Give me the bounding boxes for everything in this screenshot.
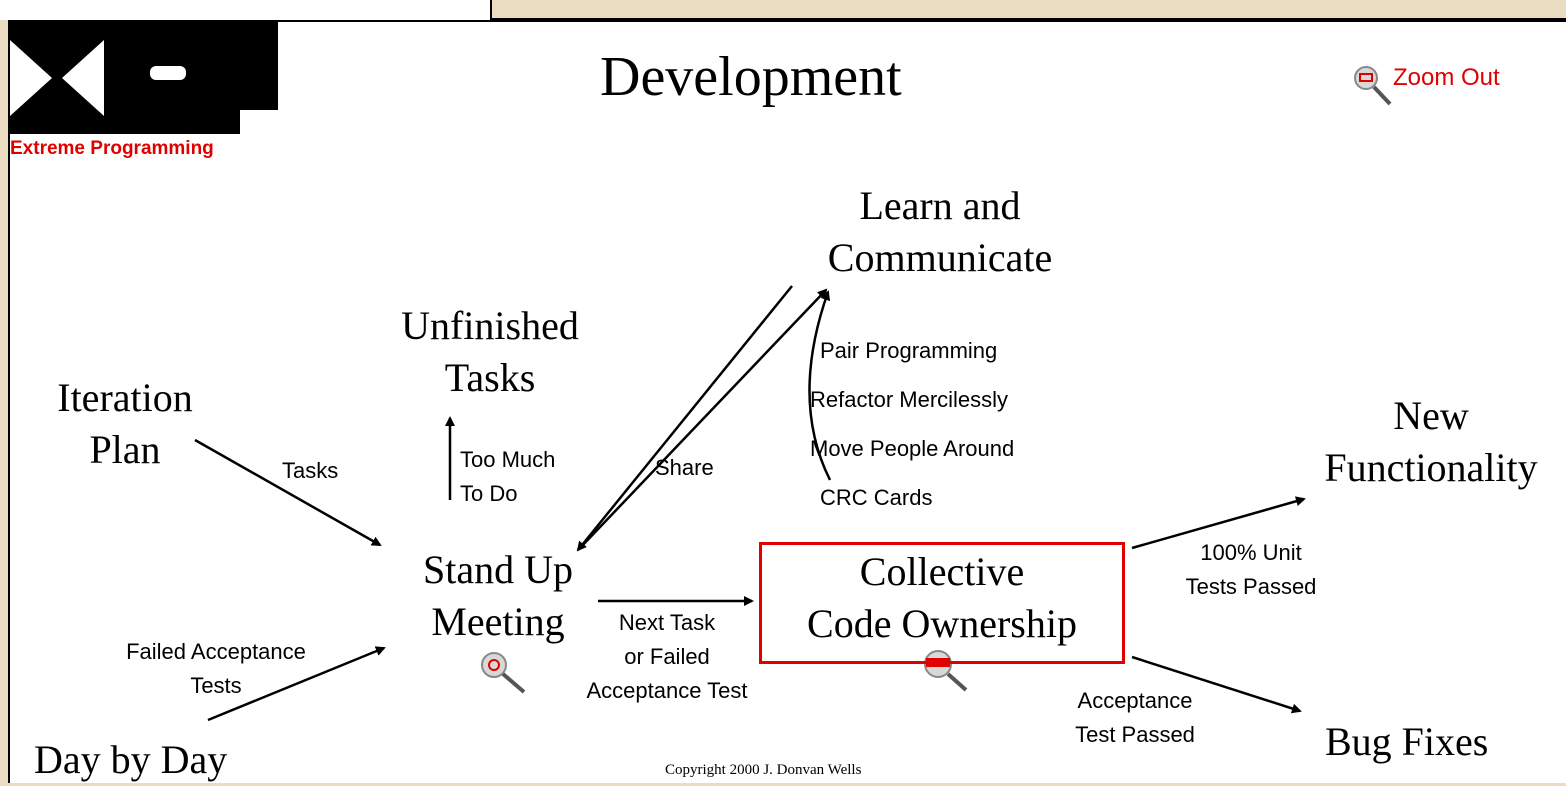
edge-label-too-much-line2: To Do: [460, 481, 518, 506]
practice-item: Pair Programming: [820, 338, 998, 363]
node-iteration-plan-line1: Iteration: [57, 375, 193, 420]
practice-list: Pair Programming Refactor Mercilessly Mo…: [810, 326, 1014, 522]
edge-label-next-task-line2: or Failed: [624, 644, 710, 669]
node-iteration-plan[interactable]: Iteration Plan: [20, 372, 230, 476]
practice-item: Refactor Mercilessly: [810, 387, 1009, 412]
node-learn-line1: Learn and: [859, 183, 1021, 228]
collective-code-ownership-highlight[interactable]: [759, 542, 1125, 664]
logo-caption: Extreme Programming: [10, 138, 214, 159]
edge-label-acceptance-passed: Acceptance Test Passed: [1040, 684, 1230, 752]
node-learn-and-communicate[interactable]: Learn and Communicate: [790, 180, 1090, 284]
copyright-notice: Copyright 2000 J. Donvan Wells: [665, 762, 862, 778]
node-stand-up-line1: Stand Up: [423, 547, 573, 592]
left-frame-header: [0, 0, 492, 20]
edge-label-share: Share: [655, 455, 714, 480]
zoom-out-link[interactable]: Zoom Out: [1393, 64, 1500, 91]
node-unfinished-tasks-line2: Tasks: [444, 355, 536, 400]
node-unfinished-tasks[interactable]: Unfinished Tasks: [365, 300, 615, 404]
node-collective-line2: Code Ownership: [807, 601, 1077, 646]
xp-logo[interactable]: [10, 22, 278, 134]
edge-label-next-task: Next Task or Failed Acceptance Test: [552, 606, 782, 708]
practice-item: Move People Around: [810, 436, 1015, 461]
edge-label-too-much: Too Much To Do: [460, 443, 555, 511]
node-learn-line2: Communicate: [827, 235, 1053, 280]
node-new-functionality-line1: New: [1393, 393, 1469, 438]
edge-label-acceptance-passed-line1: Acceptance: [1077, 688, 1193, 713]
edge-label-too-much-line1: Too Much: [460, 447, 556, 472]
edge-label-acceptance-passed-line2: Test Passed: [1075, 722, 1195, 747]
node-iteration-plan-line2: Plan: [89, 427, 161, 472]
edge-label-next-task-line3: Acceptance Test: [586, 678, 748, 703]
node-bug-fixes[interactable]: Bug Fixes: [1325, 719, 1489, 764]
node-new-functionality[interactable]: New Functionality: [1296, 390, 1566, 494]
practice-item: CRC Cards: [820, 485, 933, 510]
edge-label-failed-acceptance-line2: Tests: [190, 673, 242, 698]
magnifier-minus-icon[interactable]: [1354, 66, 1392, 106]
edge-label-failed-acceptance: Failed Acceptance Tests: [86, 635, 346, 703]
edge-label-failed-acceptance-line1: Failed Acceptance: [126, 639, 306, 664]
node-collective-code-ownership[interactable]: Collective Code Ownership: [762, 546, 1122, 650]
node-stand-up-meeting[interactable]: Stand Up Meeting: [392, 544, 604, 648]
page-title: Development: [600, 46, 902, 108]
diagram-arrows: [194, 285, 1306, 722]
edge-label-unit-tests-line2: Tests Passed: [1185, 574, 1317, 599]
node-unfinished-tasks-line1: Unfinished: [401, 303, 579, 348]
node-new-functionality-line2: Functionality: [1324, 445, 1538, 490]
edge-label-unit-tests: 100% Unit Tests Passed: [1166, 536, 1336, 604]
diagram-canvas: [8, 20, 1566, 783]
node-collective-line1: Collective: [859, 549, 1025, 594]
node-stand-up-line2: Meeting: [431, 599, 565, 644]
edge-label-next-task-line1: Next Task: [618, 610, 716, 635]
frame-divider: [492, 18, 1566, 20]
magnifier-refresh-icon[interactable]: [481, 652, 526, 694]
edge-label-tasks: Tasks: [282, 458, 339, 483]
node-day-by-day[interactable]: Day by Day: [34, 737, 228, 782]
edge-label-unit-tests-line1: 100% Unit: [1200, 540, 1302, 565]
